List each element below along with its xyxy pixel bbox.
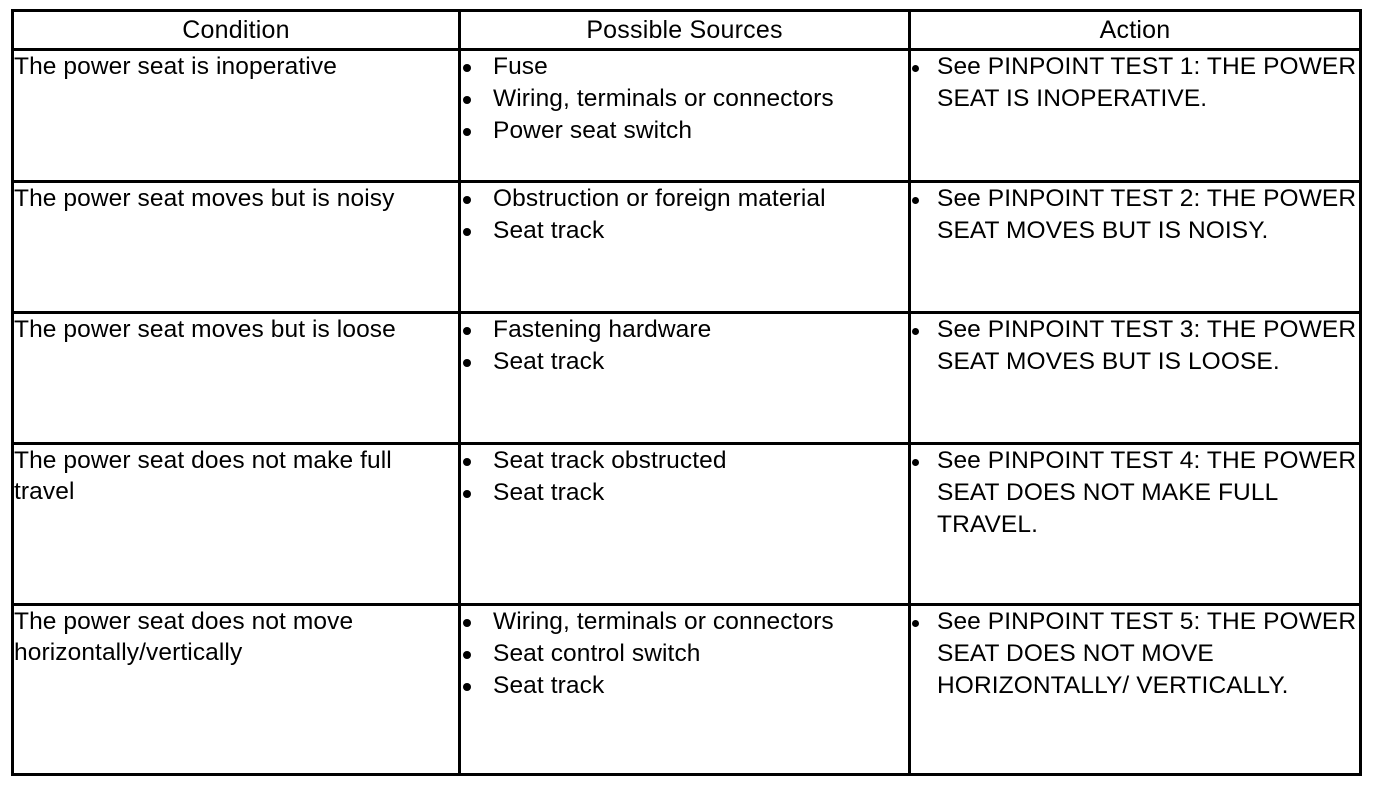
- possible-sources-list: Wiring, terminals or connectors Seat con…: [461, 606, 908, 701]
- table-row: The power seat moves but is loose Fasten…: [11, 311, 1362, 445]
- possible-sources-list: Seat track obstructed Seat track: [461, 445, 908, 508]
- table-header-row: Condition Possible Sources Action: [11, 9, 1362, 51]
- possible-sources-list: Fuse Wiring, terminals or connectors Pow…: [461, 51, 908, 146]
- list-item: See PINPOINT TEST 1: THE POWER SEAT IS I…: [911, 51, 1359, 115]
- action-cell: See PINPOINT TEST 5: THE POWER SEAT DOES…: [908, 603, 1362, 776]
- possible-sources-list: Obstruction or foreign material Seat tra…: [461, 183, 908, 246]
- condition-cell: The power seat moves but is loose: [11, 311, 461, 445]
- column-header-action: Action: [908, 9, 1362, 51]
- possible-sources-cell: Seat track obstructed Seat track: [458, 441, 911, 607]
- table-header: Condition Possible Sources Action: [11, 9, 1362, 51]
- possible-sources-list: Fastening hardware Seat track: [461, 314, 908, 377]
- possible-sources-cell: Fastening hardware Seat track: [458, 311, 911, 445]
- table-row: The power seat does not make full travel…: [11, 441, 1362, 607]
- possible-sources-cell: Fuse Wiring, terminals or connectors Pow…: [458, 48, 911, 183]
- list-item: Seat track: [461, 477, 908, 508]
- list-item: Obstruction or foreign material: [461, 183, 908, 214]
- action-cell: See PINPOINT TEST 2: THE POWER SEAT MOVE…: [908, 179, 1362, 315]
- list-item: Seat control switch: [461, 638, 908, 669]
- table-row: The power seat does not move horizontall…: [11, 603, 1362, 776]
- list-item: Power seat switch: [461, 115, 908, 146]
- action-list: See PINPOINT TEST 4: THE POWER SEAT DOES…: [911, 445, 1359, 541]
- list-item: Wiring, terminals or connectors: [461, 606, 908, 637]
- action-cell: See PINPOINT TEST 4: THE POWER SEAT DOES…: [908, 441, 1362, 607]
- condition-cell: The power seat is inoperative: [11, 48, 461, 183]
- list-item: Fuse: [461, 51, 908, 82]
- list-item: Wiring, terminals or connectors: [461, 83, 908, 114]
- condition-cell: The power seat moves but is noisy: [11, 179, 461, 315]
- table-row: The power seat moves but is noisy Obstru…: [11, 179, 1362, 315]
- list-item: Fastening hardware: [461, 314, 908, 345]
- action-list: See PINPOINT TEST 2: THE POWER SEAT MOVE…: [911, 183, 1359, 247]
- list-item: Seat track obstructed: [461, 445, 908, 476]
- action-list: See PINPOINT TEST 1: THE POWER SEAT IS I…: [911, 51, 1359, 115]
- action-list: See PINPOINT TEST 3: THE POWER SEAT MOVE…: [911, 314, 1359, 378]
- action-list: See PINPOINT TEST 5: THE POWER SEAT DOES…: [911, 606, 1359, 702]
- possible-sources-cell: Wiring, terminals or connectors Seat con…: [458, 603, 911, 776]
- condition-cell: The power seat does not make full travel: [11, 441, 461, 607]
- list-item: See PINPOINT TEST 3: THE POWER SEAT MOVE…: [911, 314, 1359, 378]
- table-body: The power seat is inoperative Fuse Wirin…: [11, 48, 1362, 776]
- list-item: See PINPOINT TEST 2: THE POWER SEAT MOVE…: [911, 183, 1359, 247]
- action-cell: See PINPOINT TEST 1: THE POWER SEAT IS I…: [908, 48, 1362, 183]
- list-item: See PINPOINT TEST 4: THE POWER SEAT DOES…: [911, 445, 1359, 541]
- possible-sources-cell: Obstruction or foreign material Seat tra…: [458, 179, 911, 315]
- list-item: Seat track: [461, 670, 908, 701]
- list-item: See PINPOINT TEST 5: THE POWER SEAT DOES…: [911, 606, 1359, 702]
- action-cell: See PINPOINT TEST 3: THE POWER SEAT MOVE…: [908, 311, 1362, 445]
- column-header-possible-sources: Possible Sources: [458, 9, 911, 51]
- diagnostic-symptom-chart-table: Condition Possible Sources Action The po…: [11, 9, 1362, 776]
- condition-cell: The power seat does not move horizontall…: [11, 603, 461, 776]
- column-header-condition: Condition: [11, 9, 461, 51]
- list-item: Seat track: [461, 346, 908, 377]
- table-row: The power seat is inoperative Fuse Wirin…: [11, 48, 1362, 183]
- list-item: Seat track: [461, 215, 908, 246]
